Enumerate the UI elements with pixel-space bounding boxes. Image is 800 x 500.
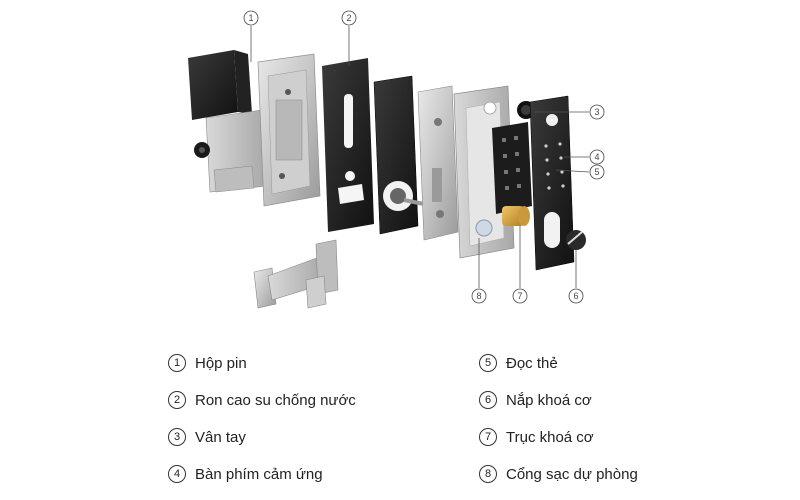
callout-1: 1	[243, 10, 259, 26]
callout-5: 5	[589, 164, 605, 180]
silver-plate-part	[417, 85, 459, 241]
legend-number: 6	[479, 391, 497, 409]
callout-7-number: 7	[517, 291, 522, 301]
parts-legend: 1 Hộp pin 2 Ron cao su chống nước 3 Vân …	[0, 340, 800, 500]
callout-6: 6	[568, 288, 584, 304]
legend-number: 4	[168, 465, 186, 483]
legend-label: Hộp pin	[195, 354, 247, 372]
callout-6-number: 6	[573, 291, 578, 301]
legend-item-7: 7 Trục khoá cơ	[479, 426, 594, 448]
legend-item-3: 3 Vân tay	[168, 426, 246, 448]
callout-2-number: 2	[346, 13, 351, 23]
metal-housing-part	[257, 53, 321, 207]
legend-number: 2	[168, 391, 186, 409]
callout-4-number: 4	[594, 152, 599, 162]
legend-label: Nắp khoá cơ	[506, 391, 592, 409]
leader-lines	[250, 26, 590, 288]
legend-item-8: 8 Cổng sạc dự phòng	[479, 463, 638, 485]
exploded-lock-diagram: 1 2 3 4 5 6 7 8	[188, 10, 605, 309]
legend-number: 8	[479, 465, 497, 483]
legend-label: Bàn phím cảm ứng	[195, 465, 323, 483]
battery-box-part	[188, 50, 267, 193]
legend-label: Đọc thẻ	[506, 354, 558, 372]
legend-item-1: 1 Hộp pin	[168, 352, 247, 374]
mounting-plate-part	[373, 75, 435, 235]
callout-2: 2	[341, 10, 357, 26]
brass-cylinder-part	[502, 206, 530, 226]
front-panel-part	[529, 95, 575, 271]
legend-number: 7	[479, 428, 497, 446]
legend-label: Trục khoá cơ	[506, 428, 594, 446]
callout-8: 8	[471, 288, 487, 304]
callout-3: 3	[589, 104, 605, 120]
legend-item-5: 5 Đọc thẻ	[479, 352, 558, 374]
circuit-board-part	[492, 122, 532, 214]
callout-4: 4	[589, 149, 605, 165]
legend-number: 1	[168, 354, 186, 372]
callout-7: 7	[512, 288, 528, 304]
callout-3-number: 3	[594, 107, 599, 117]
legend-label: Cổng sạc dự phòng	[506, 465, 638, 483]
key-cover-part	[566, 230, 586, 250]
legend-number: 5	[479, 354, 497, 372]
legend-item-4: 4 Bàn phím cảm ứng	[168, 463, 323, 485]
latch-bolt-part	[253, 239, 339, 309]
legend-number: 3	[168, 428, 186, 446]
legend-label: Vân tay	[195, 428, 246, 446]
legend-label: Ron cao su chống nước	[195, 391, 356, 409]
rubber-gasket-part	[322, 58, 374, 232]
legend-item-6: 6 Nắp khoá cơ	[479, 389, 592, 411]
callout-5-number: 5	[594, 167, 599, 177]
legend-item-2: 2 Ron cao su chống nước	[168, 389, 356, 411]
callout-8-number: 8	[476, 291, 481, 301]
callout-1-number: 1	[248, 13, 253, 23]
